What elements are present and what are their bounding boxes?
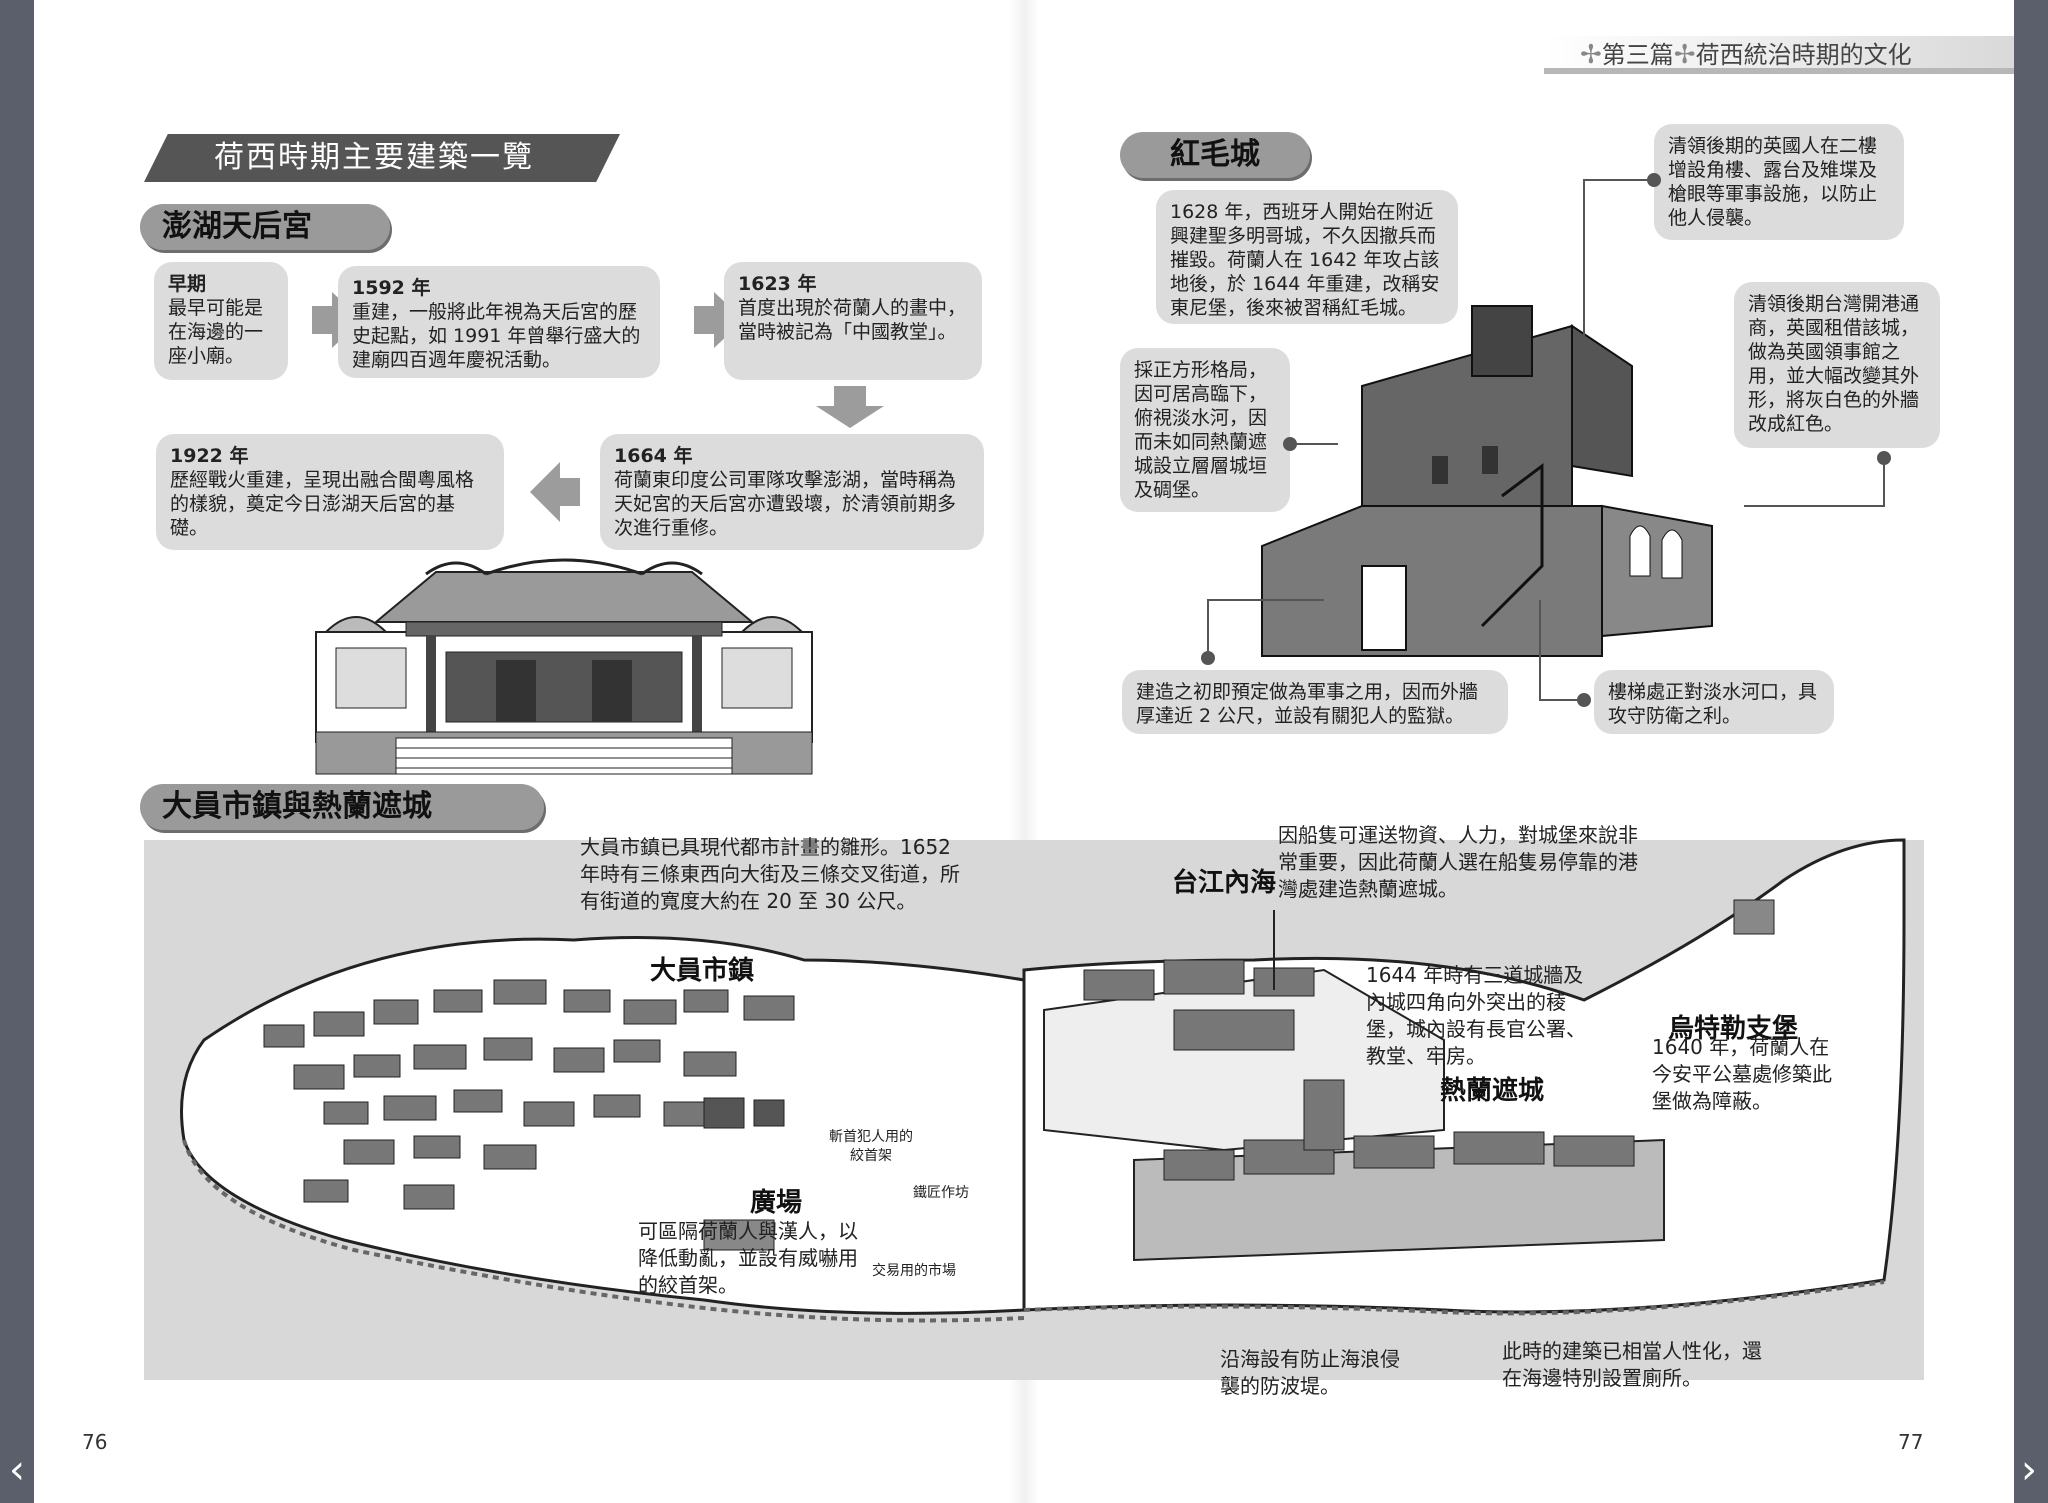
hongmao-square-layout: 採正方形格局，因可居高臨下，俯視淡水河，因而未如同熱蘭遮城設立層層城垣及碉堡。 xyxy=(1120,348,1290,512)
hongmao-british-tower: 清領後期的英國人在二樓增設角樓、露台及雉堞及槍眼等軍事設施，以防止他人侵襲。 xyxy=(1654,124,1904,240)
town-note: 大員市鎮已具現代都市計畫的雛形。1652 年時有三條東西向大街及三條交叉街道，所… xyxy=(580,835,960,913)
utrecht-note: 1640 年，荷蘭人在今安平公墓處修築此堡做為障蔽。 xyxy=(1652,1035,1832,1113)
ship-note: 因船隻可運送物資、人力，對城堡來說非常重要，因此荷蘭人選在船隻易停靠的港灣處建造… xyxy=(1278,823,1638,901)
plaza-label: 廣場 xyxy=(750,1188,803,1218)
temple-illustration xyxy=(315,558,813,775)
utrecht-title: 烏特勒支堡 xyxy=(1668,1014,1799,1044)
hongmao-stairs: 樓梯處正對淡水河口，具攻守防衛之利。 xyxy=(1594,670,1834,734)
zeelandia-label: 熱蘭遮城 xyxy=(1440,1076,1545,1106)
market-label: 交易用的市場 xyxy=(872,1263,956,1279)
timeline-box-1664: 1664 年 荷蘭東印度公司軍隊攻擊澎湖，當時稱為天妃宮的天后宮亦遭毀壞，於清領… xyxy=(600,434,984,550)
tayouan-map-left xyxy=(144,840,1026,1380)
sea-label: 台江內海 xyxy=(1172,868,1277,898)
tayouan-map-right xyxy=(1022,838,1924,1380)
section-banner: 荷西時期主要建築一覽 xyxy=(144,134,620,182)
cross-icon: ✢ xyxy=(1580,40,1602,70)
next-page-arrow[interactable]: › xyxy=(2021,1447,2037,1493)
page-number-left: 76 xyxy=(82,1430,108,1454)
hongmao-fort-illustration xyxy=(1261,305,1713,657)
left-page: 荷西時期主要建築一覽 澎湖天后宮 早期 最早可能是在海邊的一座小廟。 1592 … xyxy=(34,0,1026,1503)
smithy-label: 鐵匠作坊 xyxy=(913,1185,969,1201)
tayouan-title: 大員市鎮與熱蘭遮城 xyxy=(140,784,544,830)
page-number-right: 77 xyxy=(1898,1430,1924,1454)
chapter-header: ✢第三篇✢荷西統治時期的文化 xyxy=(1544,36,2014,74)
arrow-down-icon xyxy=(816,386,884,428)
plaza-note: 可區隔荷蘭人與漢人，以降低動亂，並設有威嚇用的絞首架。 xyxy=(638,1219,858,1297)
prev-page-arrow[interactable]: ‹ xyxy=(9,1447,25,1493)
penghu-title: 澎湖天后宮 xyxy=(140,204,390,250)
hongmao-consulate: 清領後期台灣開港通商，英國租借該城，做為英國領事館之用，並大幅改變其外形，將灰白… xyxy=(1734,282,1940,448)
arrow-left-icon xyxy=(530,462,580,522)
right-page: ✢第三篇✢荷西統治時期的文化 紅毛城 1628 年，西班牙人開始在附近興建聖多明… xyxy=(1022,0,2014,1503)
zeelandia-note: 1644 年時有三道城牆及內城四角向外突出的稜堡，城內設有長官公署、教堂、牢房。 xyxy=(1366,963,1586,1068)
town-label: 大員市鎮 xyxy=(650,956,755,986)
toilet-note: 此時的建築已相當人性化，還在海邊特別設置廁所。 xyxy=(1502,1339,1762,1390)
gallows-label: 斬首犯人用的絞首架 xyxy=(829,1129,913,1164)
cross-icon: ✢ xyxy=(1673,40,1696,70)
timeline-box-1592: 1592 年 重建，一般將此年視為天后宮的歷史起點，如 1991 年曾舉行盛大的… xyxy=(338,266,660,378)
breakwater-note: 沿海設有防止海浪侵襲的防波堤。 xyxy=(1220,1347,1400,1398)
timeline-box-early: 早期 最早可能是在海邊的一座小廟。 xyxy=(154,262,288,380)
hongmao-history: 1628 年，西班牙人開始在附近興建聖多明哥城，不久因撤兵而摧毀。荷蘭人在 16… xyxy=(1156,190,1458,324)
timeline-box-1623: 1623 年 首度出現於荷蘭人的畫中，當時被記為「中國教堂」。 xyxy=(724,262,982,380)
book-spread: 荷西時期主要建築一覽 澎湖天后宮 早期 最早可能是在海邊的一座小廟。 1592 … xyxy=(34,0,2014,1503)
hongmao-title: 紅毛城 xyxy=(1120,132,1310,178)
timeline-box-1922: 1922 年 歷經戰火重建，呈現出融合閩粵風格的樣貌，奠定今日澎湖天后宮的基礎。 xyxy=(156,434,504,550)
leader-lines xyxy=(1201,173,1891,707)
hongmao-thick-walls: 建造之初即預定做為軍事之用，因而外牆厚達近 2 公尺，並設有關犯人的監獄。 xyxy=(1122,670,1508,734)
